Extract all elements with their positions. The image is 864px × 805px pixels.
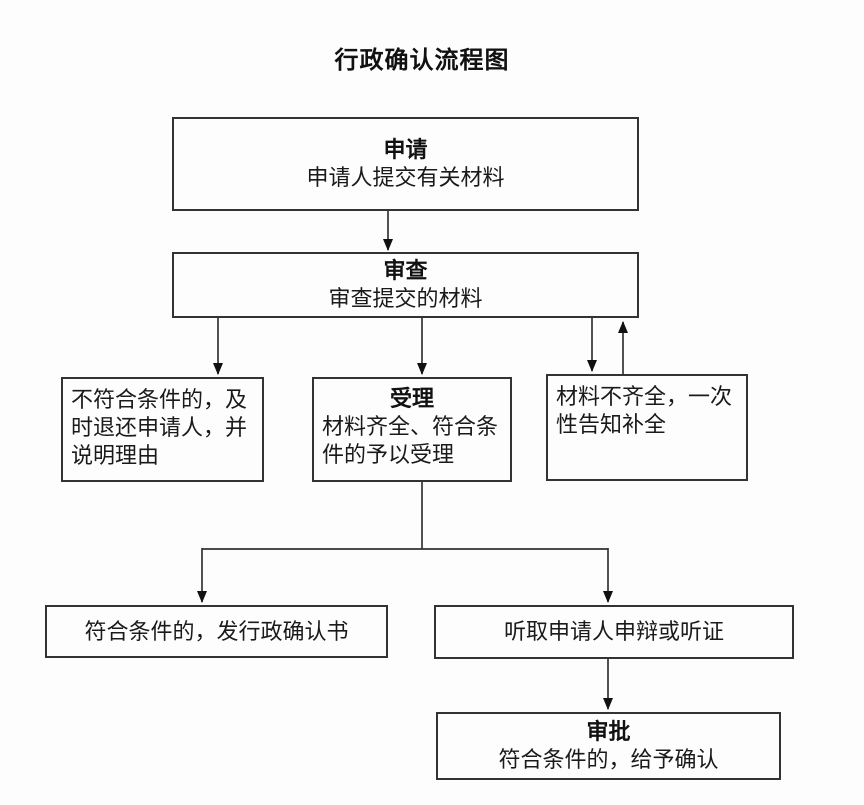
node-approve-title: 审批 bbox=[586, 719, 631, 744]
node-issue-text: 符合条件的，发行政确认书 bbox=[84, 618, 349, 644]
node-accept: 受理 材料齐全、符合条件的予以受理 bbox=[312, 377, 512, 482]
node-incomplete-text: 材料不齐全，一次性告知补全 bbox=[556, 384, 733, 437]
node-review: 审查 审查提交的材料 bbox=[172, 252, 639, 318]
node-accept-desc: 材料齐全、符合条件的予以受理 bbox=[322, 414, 499, 467]
node-review-desc: 审查提交的材料 bbox=[328, 286, 483, 311]
node-apply-title: 申请 bbox=[383, 137, 428, 162]
node-hearing: 听取申请人申辩或听证 bbox=[434, 605, 794, 659]
node-apply: 申请 申请人提交有关材料 bbox=[172, 117, 639, 211]
node-incomplete: 材料不齐全，一次性告知补全 bbox=[546, 374, 748, 481]
node-hearing-text: 听取申请人申辩或听证 bbox=[503, 619, 724, 644]
node-approve-desc: 符合条件的，给予确认 bbox=[498, 747, 719, 772]
node-reject-text: 不符合条件的，及时退还申请人，并说明理由 bbox=[71, 387, 248, 468]
page-title: 行政确认流程图 bbox=[334, 47, 510, 74]
node-reject: 不符合条件的，及时退还申请人，并说明理由 bbox=[61, 377, 264, 482]
node-accept-title: 受理 bbox=[389, 386, 434, 411]
node-apply-desc: 申请人提交有关材料 bbox=[306, 165, 505, 190]
node-review-title: 审查 bbox=[383, 258, 428, 283]
node-issue: 符合条件的，发行政确认书 bbox=[45, 605, 388, 658]
node-approve: 审批 符合条件的，给予确认 bbox=[436, 712, 781, 780]
